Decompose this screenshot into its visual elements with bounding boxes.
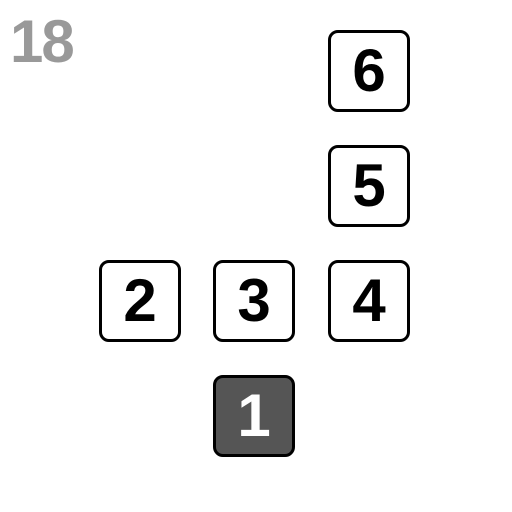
tile-3[interactable]: 3 [213,260,295,342]
tile-label: 1 [237,382,271,449]
tile-6[interactable]: 6 [328,30,410,112]
tile-1-active[interactable]: 1 [213,375,295,457]
level-number: 18 [10,8,75,75]
tile-label: 4 [352,267,386,334]
tile-4[interactable]: 4 [328,260,410,342]
tile-label: 2 [123,267,157,334]
tile-label: 5 [352,152,386,219]
tile-2[interactable]: 2 [99,260,181,342]
tile-5[interactable]: 5 [328,145,410,227]
tile-label: 3 [237,267,271,334]
tile-label: 6 [352,37,386,104]
